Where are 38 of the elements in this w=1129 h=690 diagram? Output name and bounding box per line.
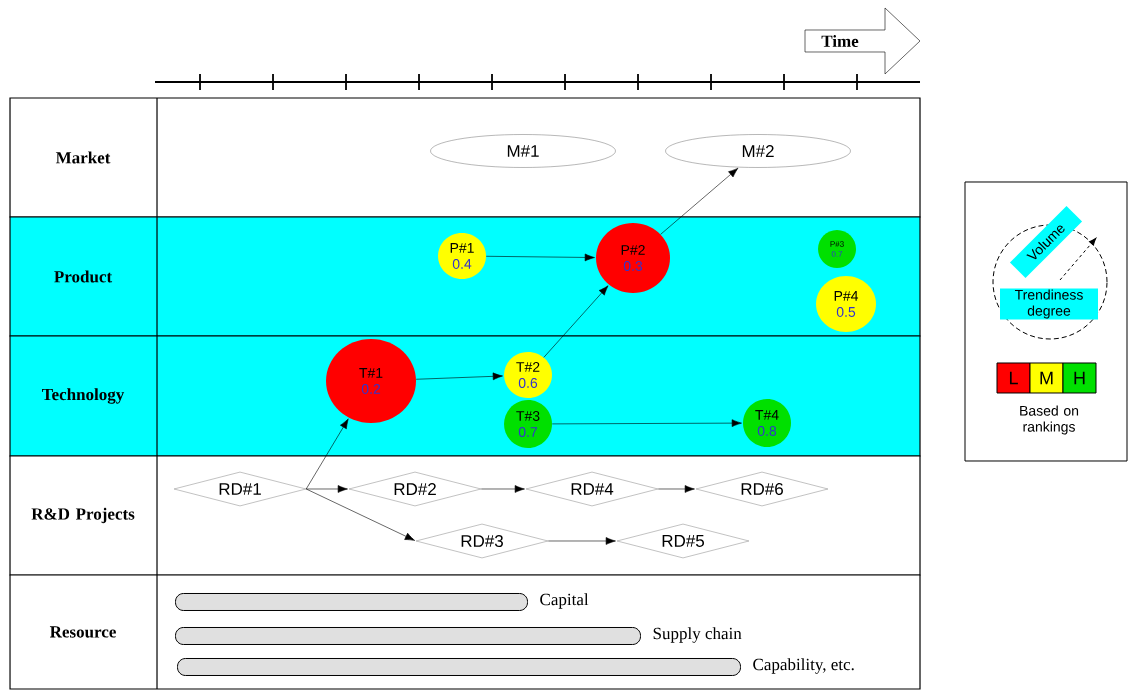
arrow	[660, 167, 739, 235]
circle-node: T#1 0.2	[326, 339, 416, 423]
rating-cell: H	[1062, 362, 1097, 394]
resource-bar	[177, 658, 741, 676]
circle-node: T#3 0.7	[504, 400, 552, 448]
dashed-circle	[992, 224, 1108, 340]
rating-cell: L	[996, 362, 1031, 394]
circle-node: P#2 0.3	[596, 223, 670, 293]
arrow	[547, 537, 616, 545]
arrow	[551, 419, 742, 427]
arrow	[480, 485, 525, 493]
diamond-node: RD#2	[348, 471, 482, 507]
ellipse-node: M#2	[665, 134, 851, 168]
resource-bar	[175, 593, 528, 611]
bar-label: Capability, etc.	[753, 658, 854, 674]
arrow	[305, 485, 348, 493]
circle-node: P#1 0.4	[438, 233, 486, 279]
arrow	[305, 418, 349, 490]
arrow	[415, 372, 503, 381]
diamond-node: RD#3	[415, 523, 549, 559]
ellipse-node: M#1	[430, 134, 616, 168]
rating-cell: M	[1029, 362, 1064, 394]
diamond-node: RD#4	[525, 471, 659, 507]
arrow	[657, 485, 695, 493]
bar-label: Capital	[540, 593, 589, 609]
arrow	[485, 253, 595, 262]
arrow	[543, 285, 609, 358]
diamond-node: RD#5	[616, 523, 750, 559]
diamond-node: RD#6	[695, 471, 829, 507]
arrow	[305, 488, 415, 541]
circle-node: T#2 0.6	[504, 352, 552, 398]
circle-node: T#4 0.8	[743, 399, 791, 447]
diamond-node: RD#1	[173, 471, 307, 507]
label-box: Trendiness degree	[1000, 288, 1098, 320]
circle-node: P#3 0.7	[818, 230, 856, 268]
bar-label: Supply chain	[653, 627, 742, 643]
resource-bar	[175, 627, 641, 645]
circle-node: P#4 0.5	[816, 276, 876, 332]
